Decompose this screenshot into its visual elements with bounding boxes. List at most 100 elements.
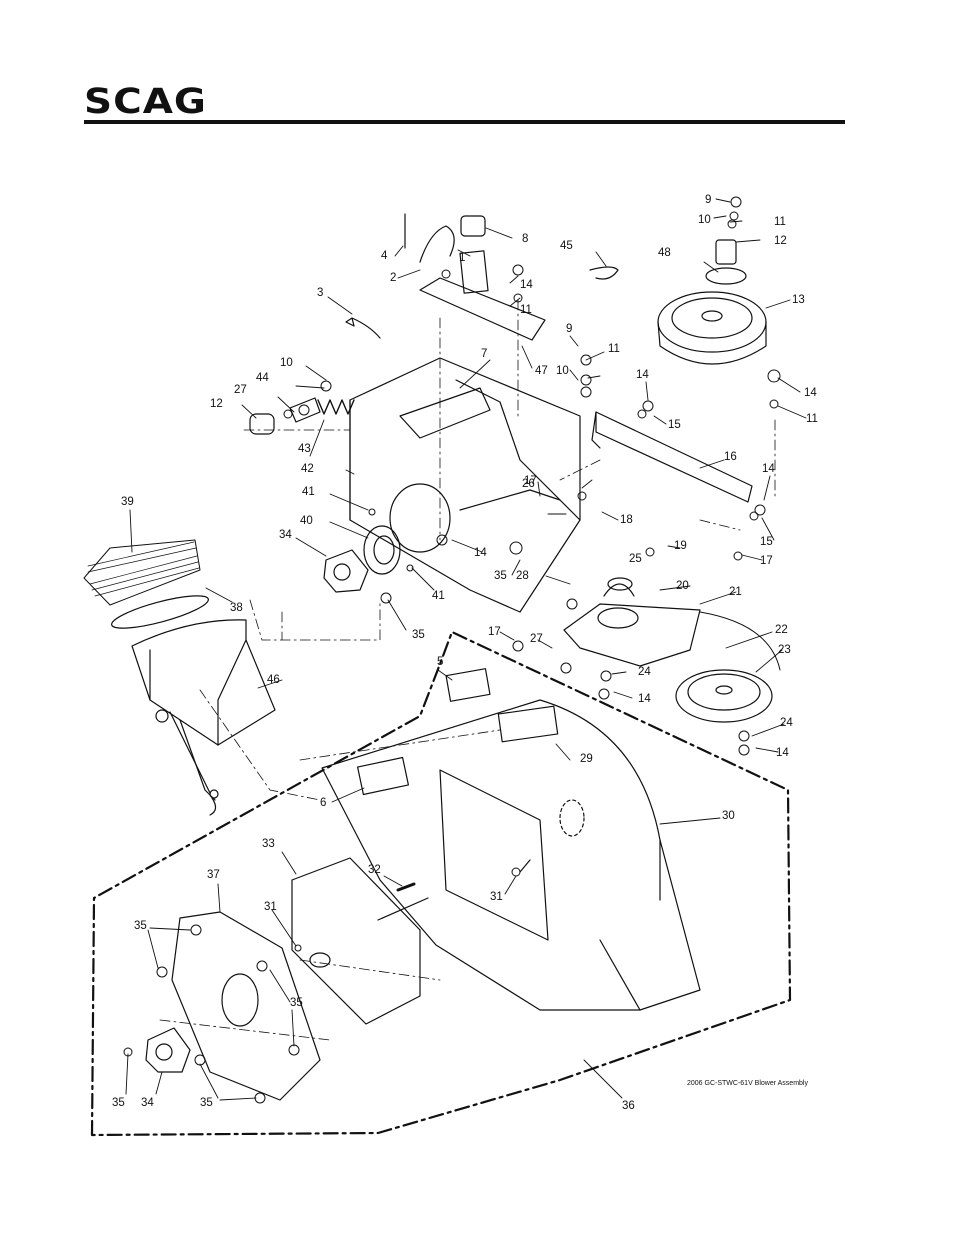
decal-5 xyxy=(445,668,491,702)
bearing-lower xyxy=(145,1027,191,1073)
callout-label: 15 xyxy=(668,419,681,431)
callout-label: 14 xyxy=(776,747,789,759)
callout-label: 11 xyxy=(774,216,786,228)
callout-label: 14 xyxy=(520,279,533,291)
callout-label: 33 xyxy=(262,838,275,850)
callout-label: 6 xyxy=(320,797,326,809)
post-1 xyxy=(459,250,489,294)
header-rule xyxy=(84,120,845,124)
callout-label: 12 xyxy=(210,398,223,410)
belt-22 xyxy=(699,611,781,671)
callout-label: 15 xyxy=(760,536,773,548)
callout-label: 37 xyxy=(207,869,220,881)
callout-label: 11 xyxy=(520,304,532,316)
callout-label: 35 xyxy=(134,920,147,932)
callout-label: 14 xyxy=(762,463,775,475)
decal-29 xyxy=(497,705,559,743)
callout-label: 8 xyxy=(522,233,528,245)
callout-label: 23 xyxy=(778,644,791,656)
callout-label: 17 xyxy=(488,626,501,638)
callout-label: 35 xyxy=(494,570,507,582)
callout-label: 35 xyxy=(412,629,425,641)
callout-label: 11 xyxy=(608,343,620,355)
callout-label: 41 xyxy=(302,486,315,498)
callout-label: 34 xyxy=(279,529,292,541)
callout-label: 21 xyxy=(729,586,742,598)
callout-label: 2 xyxy=(390,272,396,284)
callout-label: 17 xyxy=(760,555,773,567)
callout-label: 25 xyxy=(629,553,642,565)
callout-label: 47 xyxy=(535,365,548,377)
chute-housing xyxy=(131,619,276,816)
lanyard-3 xyxy=(345,317,381,339)
callout-label: 39 xyxy=(121,496,134,508)
callout-label: 7 xyxy=(481,348,487,360)
callout-label: 13 xyxy=(792,294,805,306)
callout-label: 10 xyxy=(698,214,711,226)
callout-label: 44 xyxy=(256,372,269,384)
callout-label: 5 xyxy=(437,656,443,668)
callout-label: 36 xyxy=(622,1100,635,1112)
callout-label: 3 xyxy=(317,287,323,299)
washer-48 xyxy=(705,267,747,285)
callout-label: 11 xyxy=(806,413,818,425)
blower-housing xyxy=(321,699,701,1011)
callout-label: 31 xyxy=(264,901,277,913)
callout-label: 9 xyxy=(566,323,572,335)
phantom-lines xyxy=(159,299,776,1041)
callout-label: 27 xyxy=(234,384,247,396)
callout-label: 30 xyxy=(722,810,735,822)
ring xyxy=(111,595,209,629)
hardware xyxy=(123,196,781,1104)
pin-clip-2 xyxy=(419,225,455,263)
impeller xyxy=(291,857,429,1025)
pin-44 xyxy=(289,397,321,423)
belt xyxy=(83,539,201,606)
callout-label: 19 xyxy=(674,540,687,552)
callout-label: 48 xyxy=(658,247,671,259)
callout-label: 14 xyxy=(638,693,651,705)
callout-label: 24 xyxy=(638,666,651,678)
scag-logo: SCAG xyxy=(84,81,207,122)
bearing-upper xyxy=(323,549,369,593)
callout-label: 16 xyxy=(724,451,737,463)
callout-label: 27 xyxy=(530,633,543,645)
callout-label: 35 xyxy=(290,997,303,1009)
figure-caption: 2006 GC-STWC-61V Blower Assembly xyxy=(687,1080,808,1087)
callout-label: 35 xyxy=(112,1097,125,1109)
callout-label: 14 xyxy=(636,369,649,381)
callout-label: 10 xyxy=(280,357,293,369)
hairpin-45 xyxy=(589,266,619,280)
callout-label: 10 xyxy=(556,365,569,377)
callout-label: 38 xyxy=(230,602,243,614)
callout-label: 31 xyxy=(490,891,503,903)
callout-label: 14 xyxy=(804,387,817,399)
callout-label: 35 xyxy=(200,1097,213,1109)
callout-label: 20 xyxy=(676,580,689,592)
tensioner-plate xyxy=(563,577,701,667)
spring-43 xyxy=(317,399,355,415)
back-plate xyxy=(171,911,321,1101)
callout-label: 24 xyxy=(780,717,793,729)
callout-label: 26 xyxy=(522,478,535,490)
callout-label: 46 xyxy=(267,674,280,686)
callout-label: 29 xyxy=(580,753,593,765)
pulley-13 xyxy=(657,291,767,365)
knob-8 xyxy=(460,215,486,237)
callout-label: 17 xyxy=(524,475,537,487)
cap-40 xyxy=(363,525,401,575)
callout-label: 28 xyxy=(516,570,529,582)
bracket-47 xyxy=(419,277,546,341)
callout-label: 43 xyxy=(298,443,311,455)
idler-arm xyxy=(595,411,753,503)
callout-label: 22 xyxy=(775,624,788,636)
assembly-boundary xyxy=(90,630,792,1137)
decal-6 xyxy=(356,756,410,796)
pulley-23 xyxy=(675,669,773,723)
callout-label: 32 xyxy=(368,864,381,876)
key-32 xyxy=(396,882,416,892)
callout-label: 40 xyxy=(300,515,313,527)
callout-label: 45 xyxy=(560,240,573,252)
roller-12-left xyxy=(249,413,275,435)
